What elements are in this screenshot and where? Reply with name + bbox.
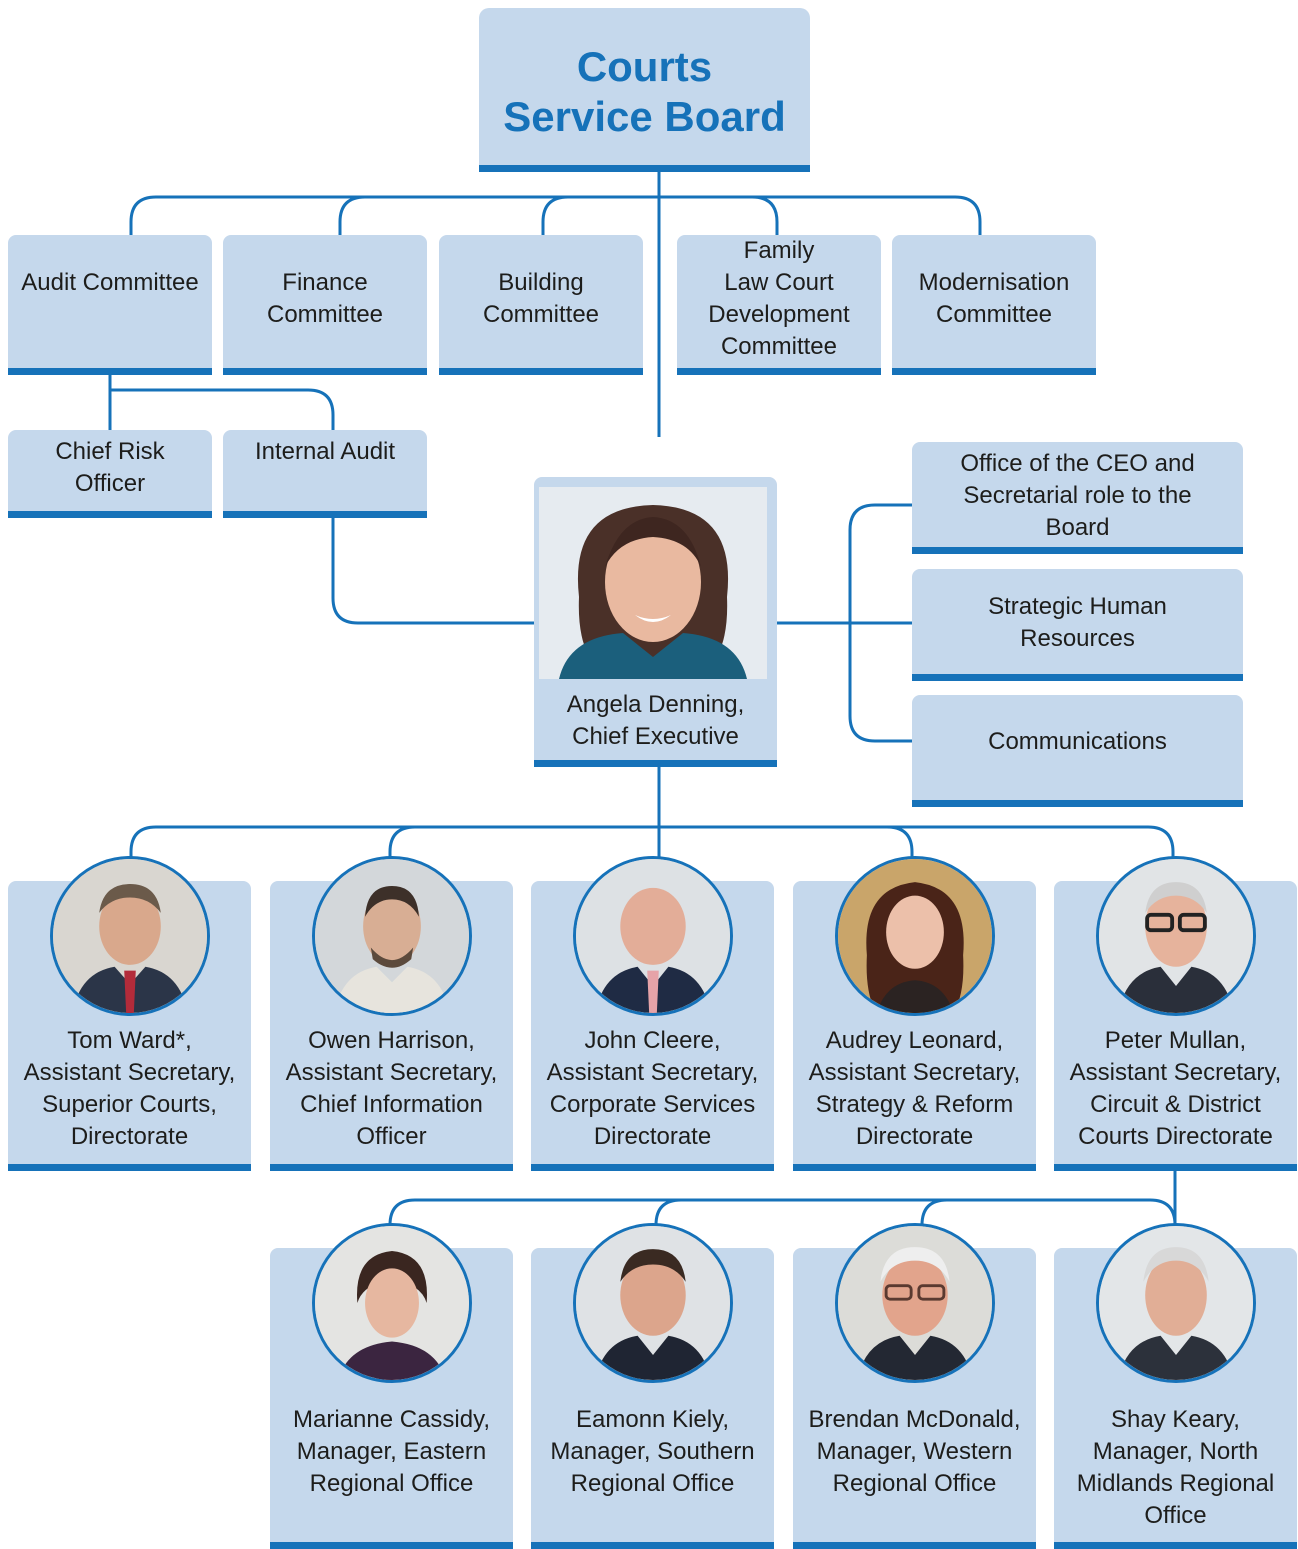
manager-label-line: Regional Office: [832, 1470, 997, 1497]
unit-label-line: Internal Audit: [254, 438, 396, 465]
committee-family-law-court-development: Family Law Court Development Committee: [677, 235, 881, 375]
avatar: [572, 1223, 733, 1383]
director-label-line: Circuit & District: [1090, 1091, 1261, 1118]
ceo-photo: [539, 487, 767, 679]
director-label-line: Superior Courts,: [42, 1091, 217, 1118]
director-label-line: Corporate Services: [549, 1091, 756, 1118]
committee-building: Building Committee: [439, 235, 643, 375]
office-label-line: Office of the CEO and: [960, 450, 1195, 477]
committee-label-line: Finance: [282, 269, 368, 296]
avatar: [1095, 1223, 1256, 1383]
courts-service-board-box: Courts Service Board: [479, 8, 810, 172]
committee-finance: Finance Committee: [223, 235, 427, 375]
manager-box-shay-keary: Shay Keary, Manager, North Midlands Regi…: [1054, 1223, 1297, 1549]
avatar: [834, 856, 995, 1016]
director-label-line: Courts Directorate: [1078, 1123, 1273, 1150]
director-box-audrey-leonard: Audrey Leonard, Assistant Secretary, Str…: [793, 856, 1036, 1171]
avatar: [311, 856, 472, 1016]
avatar: [311, 1223, 472, 1383]
chief-risk-officer-box: Chief Risk Officer: [8, 430, 212, 518]
director-label-line: Directorate: [593, 1123, 712, 1150]
manager-label-line: Regional Office: [570, 1470, 735, 1497]
communications-box: Communications: [912, 695, 1243, 807]
director-label-line: Peter Mullan,: [1104, 1027, 1247, 1054]
unit-label-line: Officer: [74, 470, 146, 497]
manager-label-line: Office: [1144, 1502, 1207, 1529]
committee-label-line: Development: [708, 301, 850, 328]
director-label-line: Owen Harrison,: [308, 1027, 475, 1054]
director-label-line: Assistant Secretary,: [23, 1059, 236, 1086]
office-label-line: Resources: [1020, 625, 1135, 652]
avatar: [834, 1223, 995, 1383]
director-label-line: Assistant Secretary,: [546, 1059, 759, 1086]
office-label-line: Strategic Human: [988, 593, 1167, 620]
director-label-line: Directorate: [70, 1123, 189, 1150]
ceo-title: Chief Executive: [572, 723, 739, 750]
committee-label-line: Family: [743, 237, 815, 264]
director-label-line: Tom Ward*,: [67, 1027, 192, 1054]
manager-box-eamonn-kiely: Eamonn Kiely, Manager, Southern Regional…: [531, 1223, 774, 1549]
office-label-line: Communications: [988, 728, 1167, 755]
ceo-box: Angela Denning, Chief Executive: [534, 477, 777, 767]
office-label-line: Board: [1045, 514, 1110, 541]
director-label-line: Audrey Leonard,: [825, 1027, 1004, 1054]
committee-label-line: Law Court: [724, 269, 834, 296]
committee-audit: Audit Committee: [8, 235, 212, 375]
committee-modernisation: Modernisation Committee: [892, 235, 1096, 375]
unit-label-line: Chief Risk: [55, 438, 165, 465]
board-title-line-1: Courts: [576, 43, 713, 90]
committee-label-line: Committee: [935, 301, 1053, 328]
director-box-tom-ward: Tom Ward*, Assistant Secretary, Superior…: [8, 856, 251, 1171]
avatar: [49, 856, 210, 1016]
manager-label-line: Marianne Cassidy,: [293, 1406, 490, 1433]
director-label-line: Officer: [356, 1123, 427, 1150]
manager-label-line: Manager, Eastern: [296, 1438, 487, 1465]
committee-label-line: Modernisation: [918, 269, 1070, 296]
manager-label-line: Midlands Regional: [1076, 1470, 1275, 1497]
director-label-line: Assistant Secretary,: [1069, 1059, 1282, 1086]
director-box-owen-harrison: Owen Harrison, Assistant Secretary, Chie…: [270, 856, 513, 1171]
manager-label-line: Manager, Western: [816, 1438, 1013, 1465]
committee-label-line: Committee: [720, 333, 837, 360]
manager-label-line: Manager, North: [1092, 1438, 1259, 1465]
committee-label-line: Committee: [266, 301, 384, 328]
manager-label-line: Shay Keary,: [1111, 1406, 1240, 1433]
director-label-line: Strategy & Reform: [815, 1091, 1014, 1118]
manager-box-marianne-cassidy: Marianne Cassidy, Manager, Eastern Regio…: [270, 1223, 513, 1549]
manager-label-line: Eamonn Kiely,: [576, 1406, 729, 1433]
committee-label-line: Building: [498, 269, 584, 296]
director-box-john-cleere: John Cleere, Assistant Secretary, Corpor…: [531, 856, 774, 1171]
committee-label-line: Committee: [482, 301, 600, 328]
director-label-line: Chief Information: [300, 1091, 483, 1118]
manager-label-line: Brendan McDonald,: [808, 1406, 1021, 1433]
internal-audit-box: Internal Audit: [223, 430, 427, 518]
committee-label-line: Audit Committee: [21, 269, 199, 296]
strategic-hr-box: Strategic Human Resources: [912, 569, 1243, 681]
director-box-peter-mullan: Peter Mullan, Assistant Secretary, Circu…: [1054, 856, 1297, 1171]
avatar: [1095, 856, 1256, 1016]
office-of-ceo-box: Office of the CEO and Secretarial role t…: [912, 442, 1243, 554]
director-label-line: Assistant Secretary,: [808, 1059, 1021, 1086]
manager-label-line: Regional Office: [309, 1470, 474, 1497]
avatar: [572, 856, 733, 1016]
director-label-line: Directorate: [855, 1123, 974, 1150]
director-label-line: Assistant Secretary,: [285, 1059, 498, 1086]
ceo-name: Angela Denning,: [566, 691, 745, 718]
office-label-line: Secretarial role to the: [963, 482, 1192, 509]
board-title-line-2: Service Board: [503, 93, 786, 140]
director-label-line: John Cleere,: [584, 1027, 721, 1054]
manager-label-line: Manager, Southern: [550, 1438, 755, 1465]
manager-box-brendan-mcdonald: Brendan McDonald, Manager, Western Regio…: [793, 1223, 1036, 1549]
